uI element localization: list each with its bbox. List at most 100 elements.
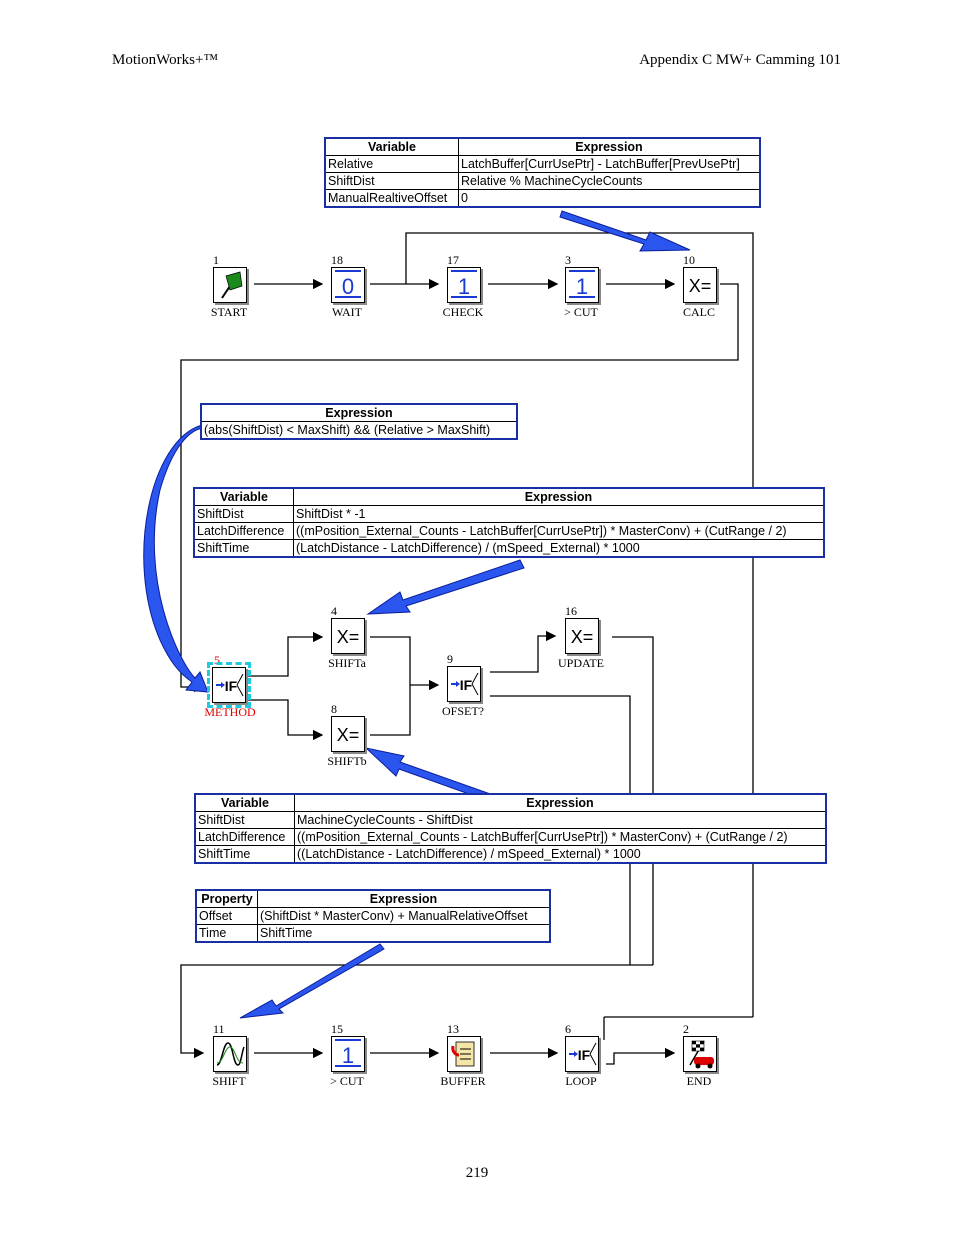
column-header: Expression — [200, 403, 518, 422]
table-row: ShiftTime((LatchDistance - LatchDifferen… — [194, 845, 827, 864]
column-header: Variable — [324, 137, 459, 156]
header-left: MotionWorks+™ — [112, 52, 219, 68]
node-label: > CUT — [564, 305, 598, 319]
icon-glyph: IF — [225, 678, 238, 694]
node-number: 13 — [447, 1022, 459, 1036]
node-label: END — [686, 1074, 712, 1088]
notepad-phone-icon — [447, 1036, 481, 1072]
node-label: UPDATE — [557, 656, 604, 670]
digit-one-icon: 1 — [565, 267, 599, 303]
node-label: > CUT — [330, 1074, 364, 1088]
assign-icon: X= — [683, 267, 717, 303]
node-number: 9 — [447, 652, 453, 666]
table-cell: MachineCycleCounts - ShiftDist — [294, 811, 827, 829]
table-cell: (abs(ShiftDist) < MaxShift) && (Relative… — [200, 421, 518, 440]
node-label: SHIFT — [212, 1074, 246, 1088]
icon-glyph: X= — [571, 627, 594, 647]
table-cell: Relative — [324, 155, 459, 173]
icon-glyph: X= — [689, 276, 712, 296]
table-cell: ((mPosition_External_Counts - LatchBuffe… — [293, 522, 825, 540]
if-branch-icon: IF — [565, 1036, 599, 1072]
header-right: Appendix C MW+ Camming 101 — [639, 52, 841, 68]
column-header: Expression — [458, 137, 761, 156]
icon-glyph: IF — [578, 1047, 591, 1063]
icon-glyph: IF — [460, 677, 473, 693]
node-label: WAIT — [332, 305, 362, 319]
node-number: 2 — [683, 1022, 689, 1036]
cam-wave-icon — [213, 1036, 247, 1072]
digit-zero-icon: 0 — [331, 267, 365, 303]
flag-icon — [213, 267, 247, 303]
column-header: Variable — [194, 793, 295, 812]
node-number: 4 — [331, 604, 337, 618]
column-header: Property — [195, 889, 258, 908]
table-cell: ShiftDist * -1 — [293, 505, 825, 523]
table-cell: LatchDifference — [193, 522, 294, 540]
table-cell: ShiftTime — [194, 845, 295, 864]
assign-icon: X= — [331, 716, 365, 752]
table-cell: Time — [195, 924, 258, 943]
if-branch-icon: IF — [207, 662, 251, 708]
icon-glyph: 1 — [342, 1043, 354, 1068]
table-cell: ((mPosition_External_Counts - LatchBuffe… — [294, 828, 827, 846]
method-expression-table: Expression (abs(ShiftDist) < MaxShift) &… — [200, 403, 518, 440]
table-cell: (ShiftDist * MasterConv) + ManualRelativ… — [257, 907, 551, 925]
node-label: CHECK — [442, 305, 484, 319]
node-number: 5 — [214, 653, 220, 667]
table-cell: Relative % MachineCycleCounts — [458, 172, 761, 190]
column-header: Expression — [293, 487, 825, 506]
icon-glyph: 0 — [342, 274, 354, 299]
digit-one-icon: 1 — [447, 267, 481, 303]
table-cell: ShiftTime — [257, 924, 551, 943]
column-header: Variable — [193, 487, 294, 506]
node-number: 10 — [683, 253, 695, 267]
node-label: LOOP — [565, 1074, 597, 1088]
node-label: METHOD — [204, 705, 256, 719]
node-number: 18 — [331, 253, 343, 267]
table-cell: ShiftDist — [324, 172, 459, 190]
node-number: 6 — [565, 1022, 571, 1036]
table-row: LatchDifference((mPosition_External_Coun… — [194, 828, 827, 846]
node-number: 16 — [565, 604, 577, 618]
node-number: 1 — [213, 253, 219, 267]
table-row: Offset(ShiftDist * MasterConv) + ManualR… — [195, 907, 551, 925]
table-cell: LatchBuffer[CurrUsePtr] - LatchBuffer[Pr… — [458, 155, 761, 173]
node-label: START — [210, 305, 248, 319]
column-header: Expression — [257, 889, 551, 908]
icon-glyph: X= — [337, 627, 360, 647]
node-number: 17 — [447, 253, 459, 267]
node-number: 3 — [565, 253, 571, 267]
node-label: CALC — [682, 305, 715, 319]
table-row: ShiftTime(LatchDistance - LatchDifferenc… — [193, 539, 825, 558]
page-number: 219 — [465, 1165, 489, 1181]
icon-glyph: 1 — [458, 274, 470, 299]
node-label: BUFFER — [440, 1074, 486, 1088]
checkered-flag-car-icon — [683, 1036, 717, 1072]
node-label: SHIFTb — [327, 754, 367, 768]
assign-icon: X= — [565, 618, 599, 654]
table-cell: Offset — [195, 907, 258, 925]
icon-glyph: 1 — [576, 274, 588, 299]
table-cell: ShiftDist — [194, 811, 295, 829]
table-row: (abs(ShiftDist) < MaxShift) && (Relative… — [200, 421, 518, 440]
table-cell: ShiftDist — [193, 505, 294, 523]
table-cell: ShiftTime — [193, 539, 294, 558]
node-number: 11 — [213, 1022, 225, 1036]
node-label: SHIFTa — [328, 656, 366, 670]
digit-one-icon: 1 — [331, 1036, 365, 1072]
node-number: 8 — [331, 702, 337, 716]
table-cell: 0 — [458, 189, 761, 208]
table-row: LatchDifference((mPosition_External_Coun… — [193, 522, 825, 540]
node-number: 15 — [331, 1022, 343, 1036]
table-cell: (LatchDistance - LatchDifference) / (mSp… — [293, 539, 825, 558]
